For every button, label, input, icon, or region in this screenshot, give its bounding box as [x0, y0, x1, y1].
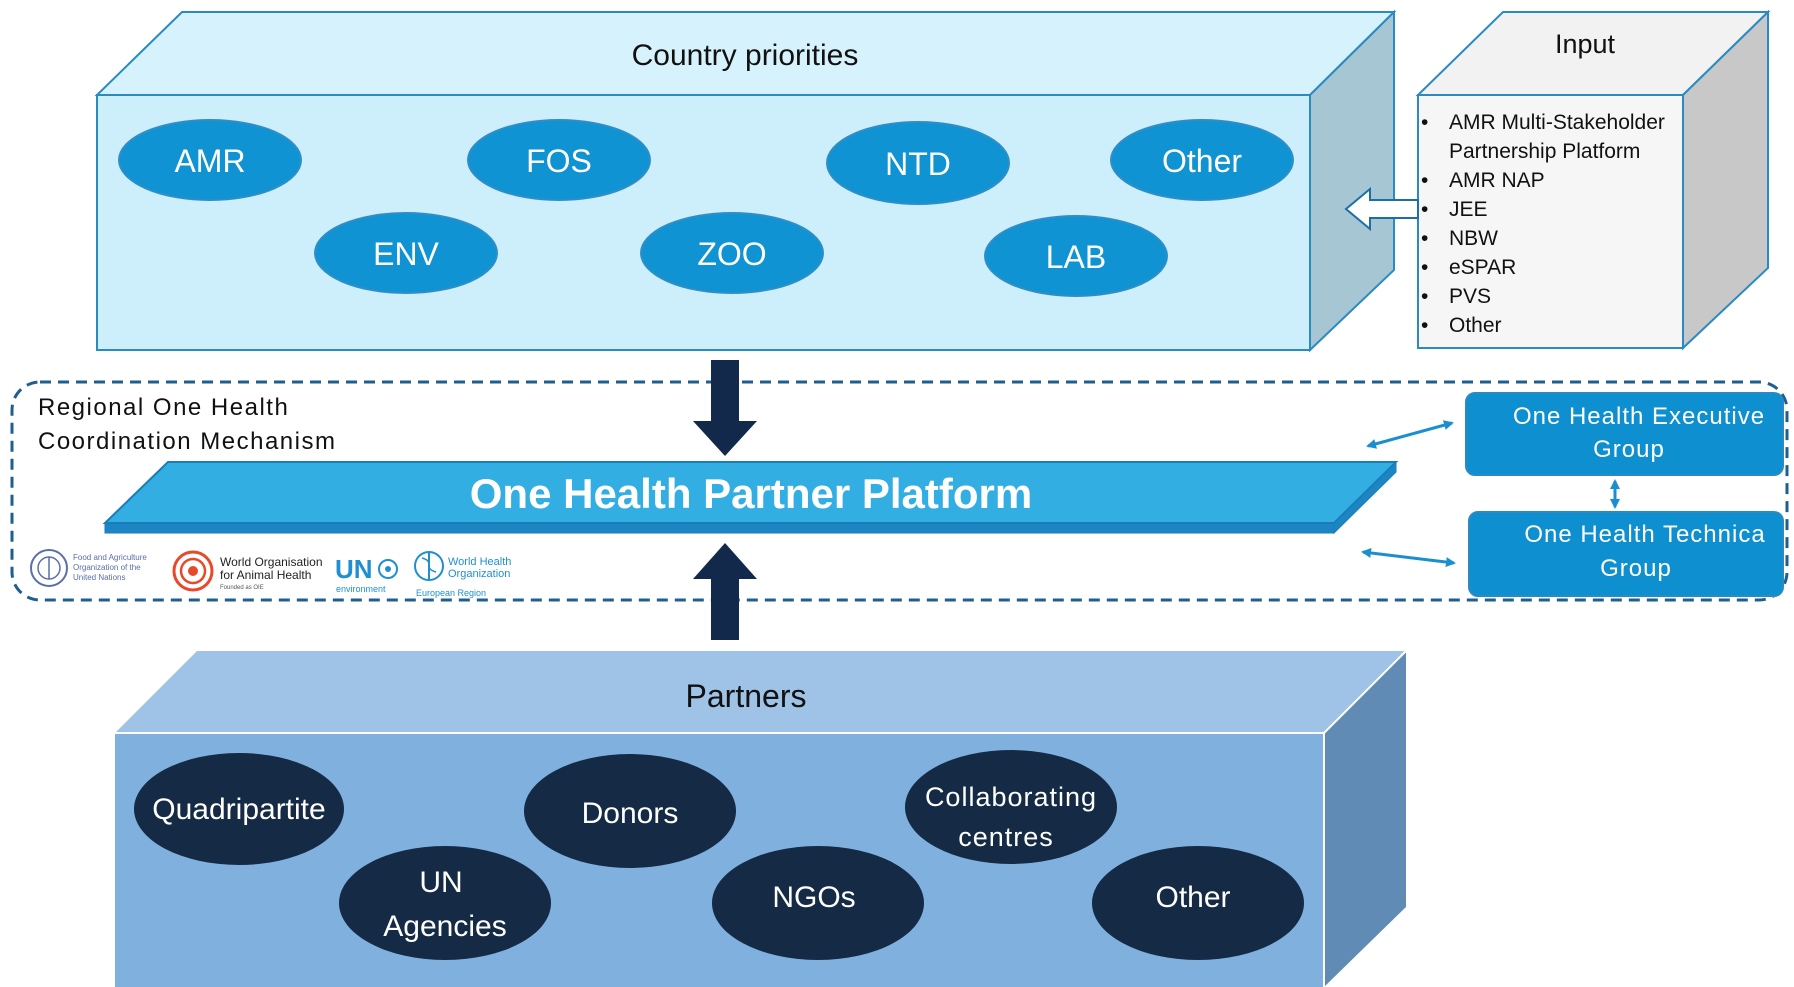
partner-ellipse-ngos: NGOs	[712, 846, 924, 960]
input-item: JEE	[1449, 198, 1488, 221]
up-arrow-icon	[693, 543, 757, 640]
platform-title: One Health Partner Platform	[470, 470, 1032, 517]
fao-logo: Food and Agriculture Organization of the…	[30, 549, 147, 587]
input-box-title: Input	[1555, 29, 1616, 59]
executive-group-label: Group	[1593, 436, 1665, 463]
executive-group-label: One Health Executive	[1513, 403, 1765, 430]
priority-label: ZOO	[697, 236, 766, 272]
priority-ellipse-other: Other	[1110, 119, 1294, 201]
partner-label: Quadripartite	[152, 793, 325, 826]
partners-box-title: Partners	[686, 678, 807, 714]
partners-box-edge	[1323, 650, 1407, 734]
partners-box-top	[115, 651, 1406, 733]
unep-logo: UN environment	[335, 554, 398, 594]
partner-ellipse-collaborating-centres: Collaborating centres	[905, 750, 1117, 864]
who-logo-text: European Region	[416, 588, 486, 598]
platform-top	[102, 461, 1399, 524]
input-item: eSPAR	[1449, 256, 1516, 279]
input-bullet: •	[1421, 314, 1428, 337]
input-item: PVS	[1449, 285, 1491, 308]
woah-logo-text: for Animal Health	[220, 568, 311, 582]
priority-ellipse-ntd: NTD	[826, 121, 1010, 205]
woah-logo: World Organisation for Animal Health Fou…	[172, 550, 323, 592]
executive-group-box: One Health Executive Group	[1465, 392, 1784, 476]
priority-label: LAB	[1046, 239, 1106, 275]
executive-group-shape	[1465, 392, 1784, 476]
input-bullet: •	[1421, 169, 1428, 192]
priority-ellipse-fos: FOS	[467, 119, 651, 201]
partner-label: Agencies	[383, 910, 506, 943]
unep-logo-text: UN	[335, 554, 373, 584]
technical-group-label: Group	[1600, 555, 1672, 582]
partners-box-side	[1324, 651, 1406, 987]
priority-ellipse-amr: AMR	[118, 119, 302, 201]
input-box: Input • AMR Multi-Stakeholder Partnershi…	[1415, 9, 1771, 351]
country-priorities-box: Country priorities AMR FOS NTD Other ENV…	[94, 9, 1397, 353]
fao-logo-text: Organization of the	[73, 563, 141, 572]
fao-logo-text: United Nations	[73, 573, 125, 582]
priority-ellipse-zoo: ZOO	[640, 212, 824, 294]
who-logo-text: World Health	[448, 556, 511, 568]
partner-label: UN	[419, 866, 462, 899]
input-bullet: •	[1421, 198, 1428, 221]
input-item: AMR Multi-Stakeholder	[1449, 111, 1665, 134]
input-item: Other	[1449, 314, 1502, 337]
technical-group-shape	[1468, 511, 1784, 597]
country-box-title: Country priorities	[632, 39, 859, 72]
platform-executive-double-arrow	[1366, 420, 1454, 449]
priority-label: ENV	[373, 236, 439, 272]
input-bullet: •	[1421, 111, 1428, 134]
partner-label: NGOs	[772, 881, 855, 914]
partners-box: Partners Quadripartite Donors Collaborat…	[115, 650, 1407, 987]
input-list: • AMR Multi-Stakeholder Partnership Plat…	[1421, 111, 1665, 337]
regional-mechanism-label-line1: Regional One Health	[38, 394, 289, 421]
partner-label: Collaborating	[925, 782, 1097, 812]
platform-technical-double-arrow	[1361, 547, 1456, 568]
priority-ellipse-lab: LAB	[984, 215, 1168, 297]
platform-front	[104, 522, 1335, 534]
regional-mechanism-dashed-border	[10, 380, 1789, 602]
priority-label: FOS	[526, 143, 592, 179]
input-item: NBW	[1449, 227, 1498, 250]
input-to-country-arrow	[1344, 186, 1419, 232]
input-item-continued: Partnership Platform	[1449, 140, 1640, 163]
partner-label: Donors	[582, 797, 679, 830]
technical-group-box: One Health Technica Group	[1468, 511, 1784, 597]
input-item: AMR NAP	[1449, 169, 1545, 192]
woah-logo-text: World Organisation	[220, 555, 323, 569]
one-health-partner-platform: One Health Partner Platform	[102, 460, 1399, 535]
partner-ellipse-other: Other	[1092, 846, 1304, 960]
partner-ellipse-donors: Donors	[524, 754, 736, 868]
priority-ellipse-env: ENV	[314, 212, 498, 294]
input-bullet: •	[1421, 256, 1428, 279]
priority-label: Other	[1162, 143, 1242, 179]
input-box-front	[1417, 94, 1684, 349]
partner-ellipse-quadripartite: Quadripartite	[134, 753, 344, 865]
partner-ellipse-un-agencies: UN Agencies	[339, 846, 551, 960]
unep-logo-text: environment	[336, 584, 386, 594]
priority-label: NTD	[885, 146, 951, 182]
partner-logos: Food and Agriculture Organization of the…	[30, 549, 511, 598]
priority-label: AMR	[174, 143, 245, 179]
fao-logo-text: Food and Agriculture	[73, 553, 147, 562]
input-bullet: •	[1421, 285, 1428, 308]
who-logo: World Health Organization European Regio…	[414, 551, 511, 598]
woah-logo-text: Founded as OIE	[220, 585, 264, 591]
partner-label: Other	[1155, 881, 1230, 914]
partner-label: centres	[958, 822, 1054, 852]
down-arrow-icon	[693, 360, 757, 456]
regional-mechanism-label-line2: Coordination Mechanism	[38, 428, 336, 455]
input-bullet: •	[1421, 227, 1428, 250]
technical-group-label: One Health Technica	[1524, 521, 1765, 548]
who-logo-text: Organization	[448, 568, 510, 580]
